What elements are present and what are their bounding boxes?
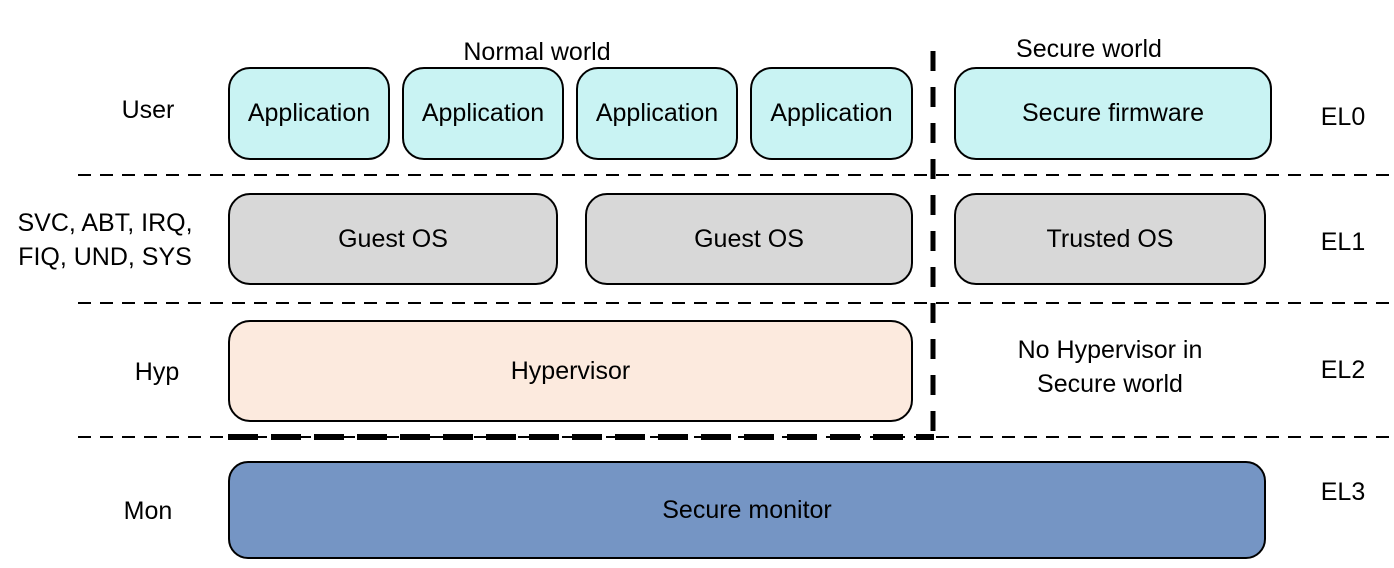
application-box-1-label: Application	[247, 99, 371, 127]
application-box-3-label: Application	[595, 99, 719, 127]
guest-os-box-1: Guest OS	[228, 193, 558, 285]
no-hypervisor-note-line2: Secure world	[1037, 370, 1183, 398]
privilege-label-svc-modes: SVC, ABT, IRQ, FIQ, UND, SYS	[0, 206, 215, 274]
privilege-label-svc-line2: FIQ, UND, SYS	[18, 243, 192, 271]
exception-level-el3-label: EL3	[1320, 477, 1366, 506]
hypervisor-box: Hypervisor	[228, 320, 913, 422]
secure-firmware-label: Secure firmware	[1022, 99, 1204, 127]
trusted-os-box: Trusted OS	[954, 193, 1266, 285]
privilege-label-user: User	[121, 95, 175, 124]
application-box-1: Application	[228, 67, 390, 160]
privilege-label-hyp: Hyp	[134, 357, 180, 386]
hypervisor-label: Hypervisor	[510, 356, 631, 385]
application-box-3: Application	[576, 67, 738, 160]
secure-world-header: Secure world	[1016, 34, 1162, 63]
application-box-4: Application	[750, 67, 913, 160]
no-hypervisor-note: No Hypervisor in Secure world	[954, 333, 1266, 401]
secure-firmware-box: Secure firmware	[954, 67, 1272, 160]
secure-monitor-box: Secure monitor	[228, 461, 1266, 559]
exception-level-el1-label: EL1	[1320, 227, 1366, 256]
exception-level-el0-label: EL0	[1320, 102, 1366, 131]
guest-os-box-2: Guest OS	[585, 193, 913, 285]
guest-os-box-1-label: Guest OS	[338, 224, 448, 253]
secure-monitor-label: Secure monitor	[662, 495, 832, 524]
application-box-2: Application	[402, 67, 564, 160]
trusted-os-label: Trusted OS	[1046, 224, 1174, 253]
guest-os-box-2-label: Guest OS	[694, 224, 804, 253]
application-box-2-label: Application	[421, 99, 545, 127]
privilege-label-svc-line1: SVC, ABT, IRQ,	[17, 209, 193, 237]
application-box-4-label: Application	[770, 99, 893, 127]
privilege-label-mon: Mon	[123, 496, 173, 525]
exception-level-el2-label: EL2	[1320, 355, 1366, 384]
normal-world-header: Normal world	[463, 37, 611, 66]
no-hypervisor-note-line1: No Hypervisor in	[1017, 336, 1203, 364]
